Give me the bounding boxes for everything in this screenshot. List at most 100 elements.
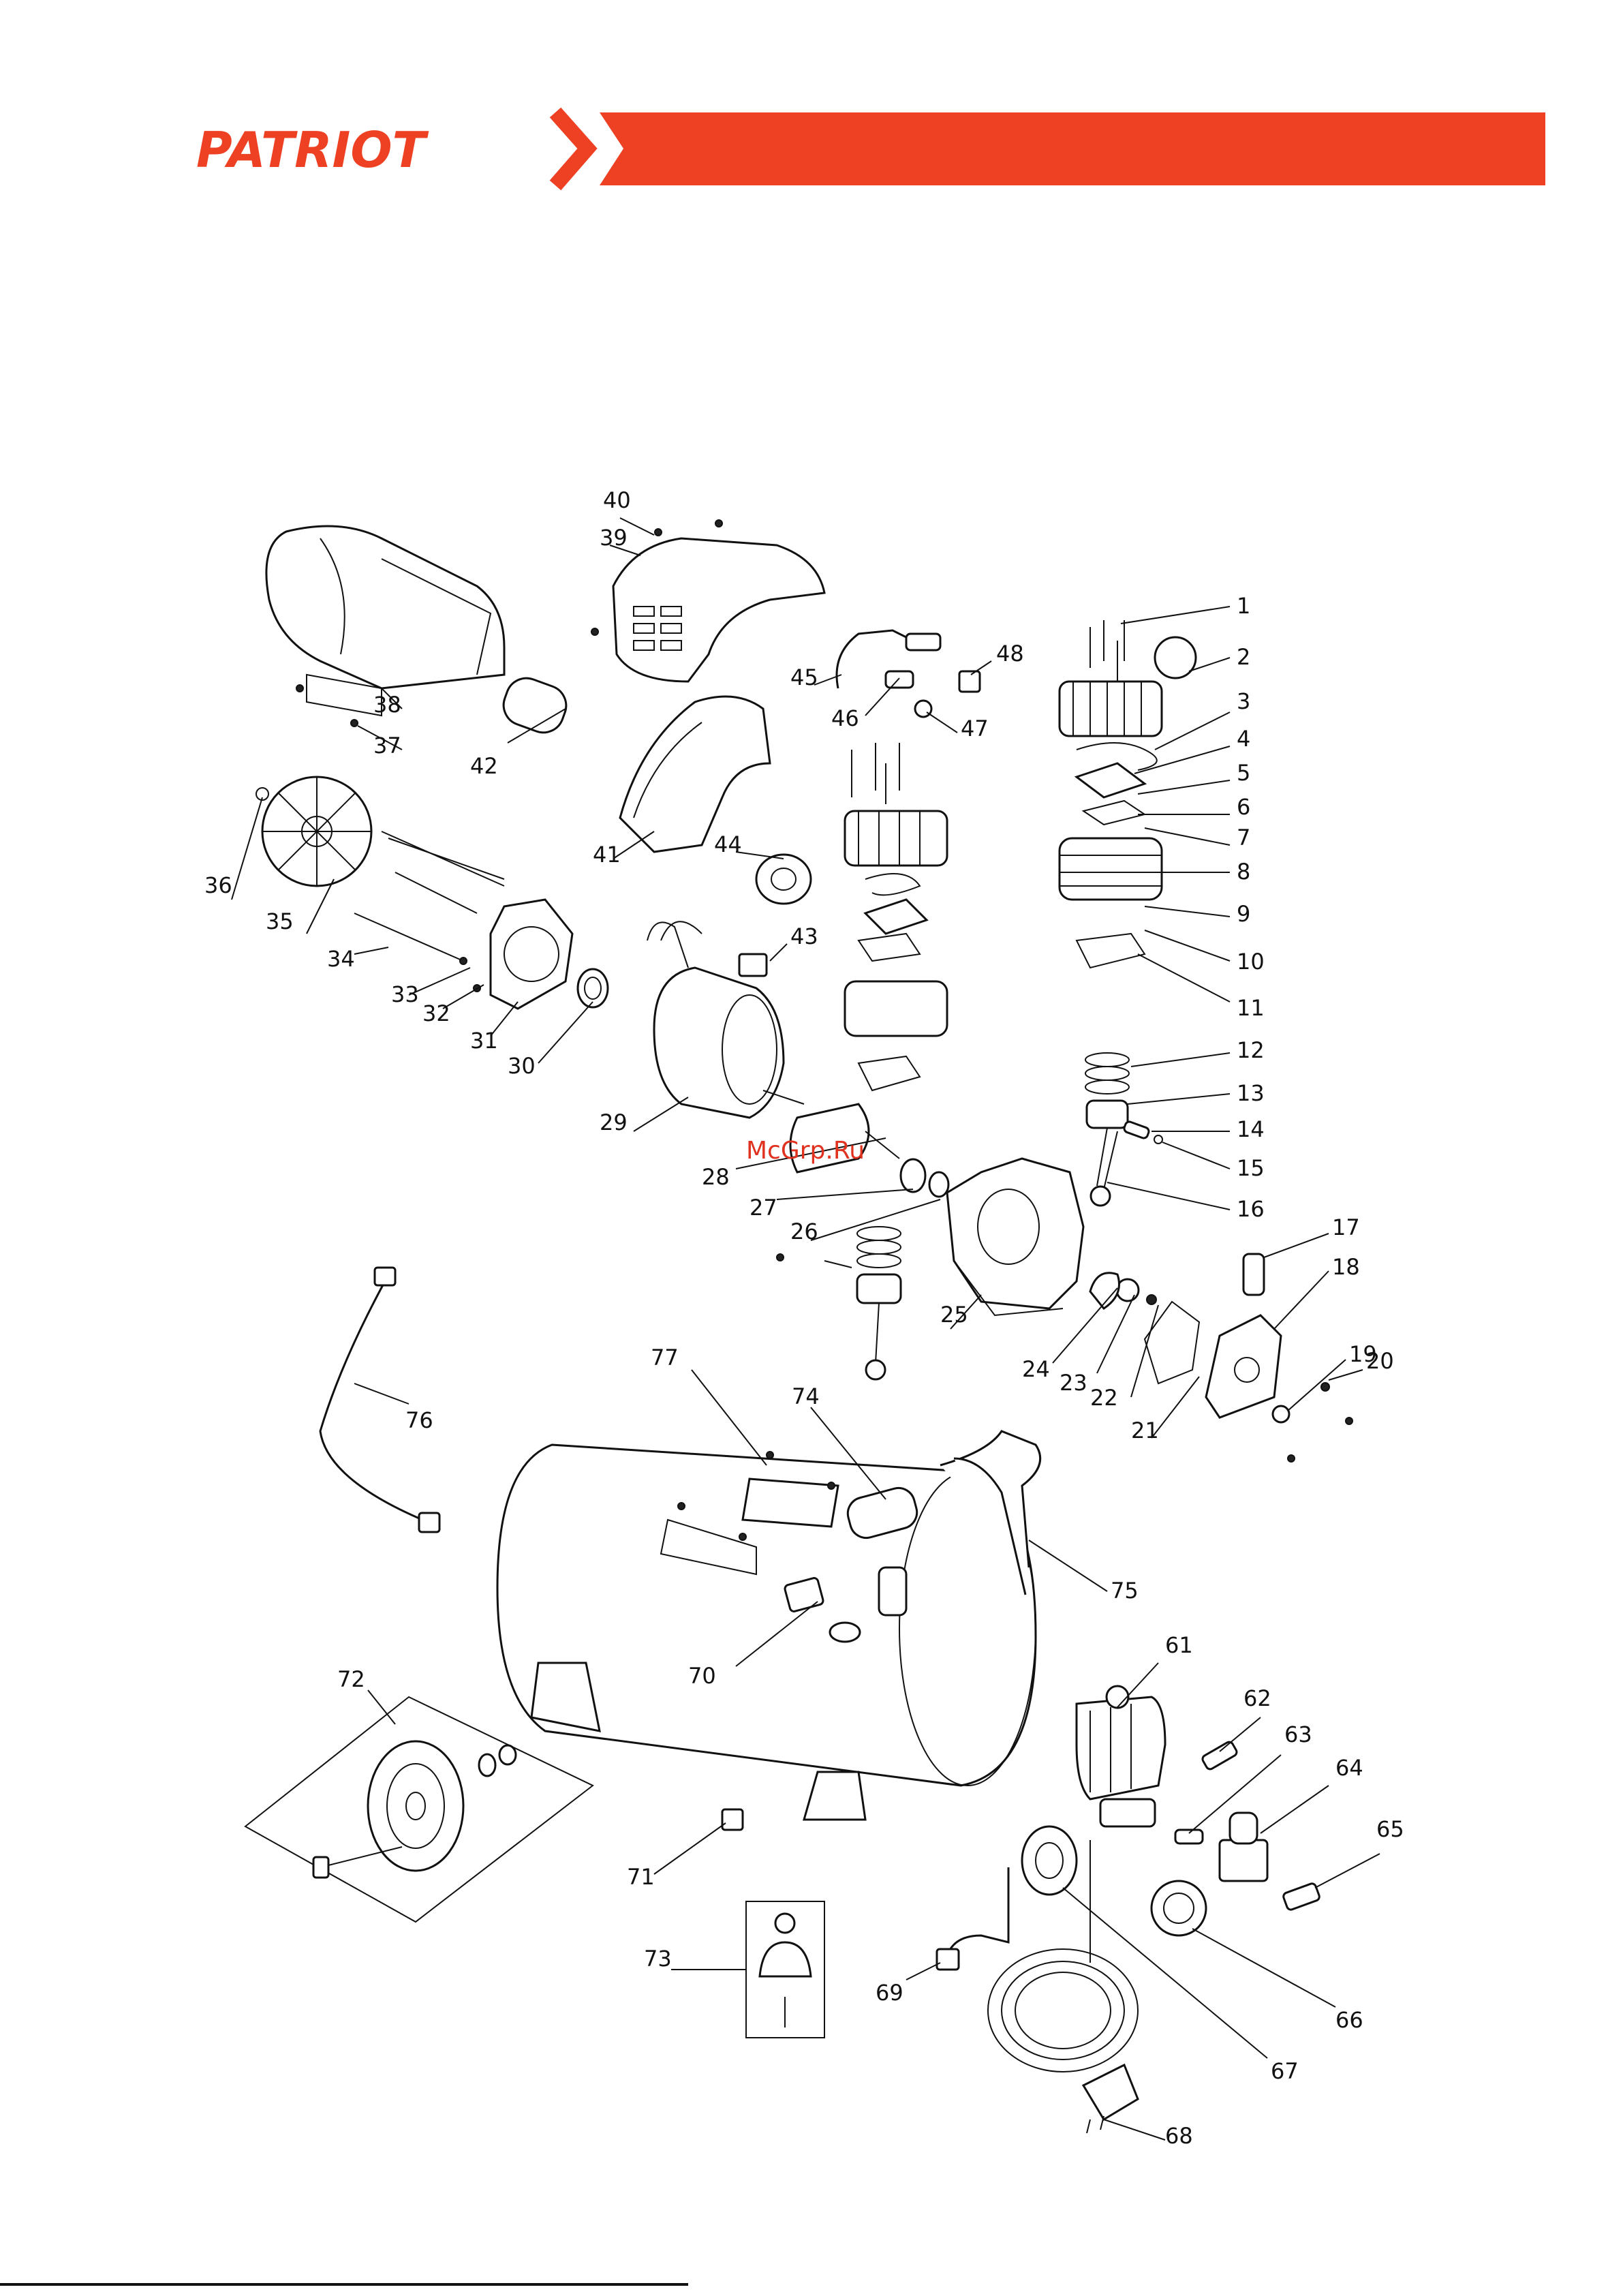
callout-31: 31 <box>470 1028 498 1054</box>
callout-18: 18 <box>1332 1254 1360 1280</box>
callout-43: 43 <box>790 923 818 949</box>
header-banner <box>555 112 1545 185</box>
callout-6: 6 <box>1237 794 1250 820</box>
callout-4: 4 <box>1237 726 1250 752</box>
callout-17: 17 <box>1332 1214 1360 1240</box>
watermark: McGrp.Ru <box>746 1137 865 1165</box>
callout-39: 39 <box>600 525 628 551</box>
part-72-wheel-kit <box>245 1697 593 1922</box>
part-4-valve-plate <box>1077 763 1145 797</box>
callout-37: 37 <box>373 733 401 759</box>
part-tank-inlet <box>879 1567 906 1615</box>
callout-71: 71 <box>627 1864 655 1890</box>
callout-33: 33 <box>391 981 419 1007</box>
callout-73: 73 <box>644 1946 672 1972</box>
part-76-fitting-bottom <box>419 1513 439 1532</box>
callout-27: 27 <box>749 1195 777 1221</box>
part-19-oil-plug <box>1273 1406 1289 1422</box>
callout-16: 16 <box>1237 1196 1265 1222</box>
part-16-conrod <box>1091 1128 1117 1206</box>
callout-9: 9 <box>1237 901 1250 927</box>
callout-44: 44 <box>714 831 742 857</box>
part-76-hose <box>320 1281 422 1520</box>
callout-28: 28 <box>702 1164 730 1190</box>
callout-25: 25 <box>940 1302 968 1328</box>
callout-66: 66 <box>1335 2007 1363 2033</box>
part-27-bearing <box>901 1159 925 1192</box>
part-34-tie-rods <box>354 831 504 961</box>
callout-74: 74 <box>792 1383 820 1409</box>
part-20-screw <box>1321 1383 1329 1391</box>
callout-47: 47 <box>961 716 989 741</box>
orange-banner <box>600 112 1545 185</box>
part-67-gauge <box>1022 1826 1077 1895</box>
part-63-fitting <box>1175 1830 1203 1843</box>
callout-65: 65 <box>1376 1816 1404 1842</box>
callout-68: 68 <box>1165 2123 1193 2149</box>
part-73-rubber-foot <box>746 1901 824 2038</box>
part-62-safety-valve <box>1201 1741 1238 1771</box>
part-42-capacitor <box>498 673 572 739</box>
callout-14: 14 <box>1237 1116 1265 1142</box>
callout-8: 8 <box>1237 859 1250 885</box>
chevron-icon <box>555 112 587 185</box>
callout-36: 36 <box>204 872 232 898</box>
callout-11: 11 <box>1237 995 1265 1021</box>
part-15-clip <box>1154 1135 1162 1144</box>
callout-12: 12 <box>1237 1037 1265 1063</box>
callout-10: 10 <box>1237 949 1265 975</box>
leader-lines <box>232 518 1380 2140</box>
callout-24: 24 <box>1022 1356 1050 1382</box>
callout-13: 13 <box>1237 1080 1265 1106</box>
callout-1: 1 <box>1237 593 1250 619</box>
callout-67: 67 <box>1271 2058 1299 2084</box>
callout-72: 72 <box>337 1666 365 1692</box>
part-39-cover <box>613 538 824 682</box>
part-66-gauge <box>1151 1881 1206 1935</box>
part-43-thermal-switch <box>739 954 767 976</box>
callout-26: 26 <box>790 1219 818 1244</box>
part-69-outlet-pipe <box>947 1867 1008 1956</box>
part-77-bracket <box>743 1479 838 1527</box>
part-44-bearing <box>756 855 811 904</box>
part-29-stator <box>647 921 784 1118</box>
part-8-cylinder <box>1060 838 1162 900</box>
part-26-seal <box>929 1172 948 1197</box>
callout-77: 77 <box>651 1345 679 1371</box>
callout-41: 41 <box>593 842 621 868</box>
part-13-piston <box>1087 1101 1128 1128</box>
part-46-fitting-2 <box>886 671 913 688</box>
brand-logo: PATRIOT <box>196 121 429 179</box>
part-76-fitting-top <box>375 1268 395 1285</box>
part-head-assembly-middle <box>845 743 947 1090</box>
callout-45: 45 <box>790 664 818 690</box>
callout-5: 5 <box>1237 760 1250 786</box>
part-piston-assembly-lower <box>824 1227 901 1379</box>
part-22-screw <box>1147 1295 1156 1304</box>
part-70-washer <box>830 1623 860 1642</box>
part-65-quick-coupler <box>1282 1882 1320 1911</box>
part-35-fan <box>262 777 371 886</box>
callout-75: 75 <box>1111 1578 1139 1604</box>
callout-15: 15 <box>1237 1155 1265 1181</box>
part-21-gasket <box>1145 1302 1199 1383</box>
callout-35: 35 <box>266 908 294 934</box>
part-11-gasket <box>1077 934 1145 968</box>
callout-42: 42 <box>470 753 498 779</box>
part-31-end-shield <box>491 900 572 1009</box>
part-25-crankcase <box>947 1159 1083 1315</box>
callout-61: 61 <box>1165 1632 1193 1658</box>
callout-32: 32 <box>422 1000 450 1026</box>
callout-30: 30 <box>508 1053 536 1079</box>
callout-34: 34 <box>327 946 355 972</box>
part-14-pin <box>1123 1120 1149 1139</box>
part-17-air-filter <box>1243 1254 1264 1295</box>
callout-7: 7 <box>1237 825 1250 851</box>
callout-2: 2 <box>1237 644 1250 670</box>
callout-63: 63 <box>1284 1721 1312 1747</box>
part-46-fitting <box>906 634 940 650</box>
part-69-fitting <box>937 1949 959 1970</box>
callout-22: 22 <box>1090 1385 1118 1411</box>
callout-76: 76 <box>405 1407 433 1433</box>
